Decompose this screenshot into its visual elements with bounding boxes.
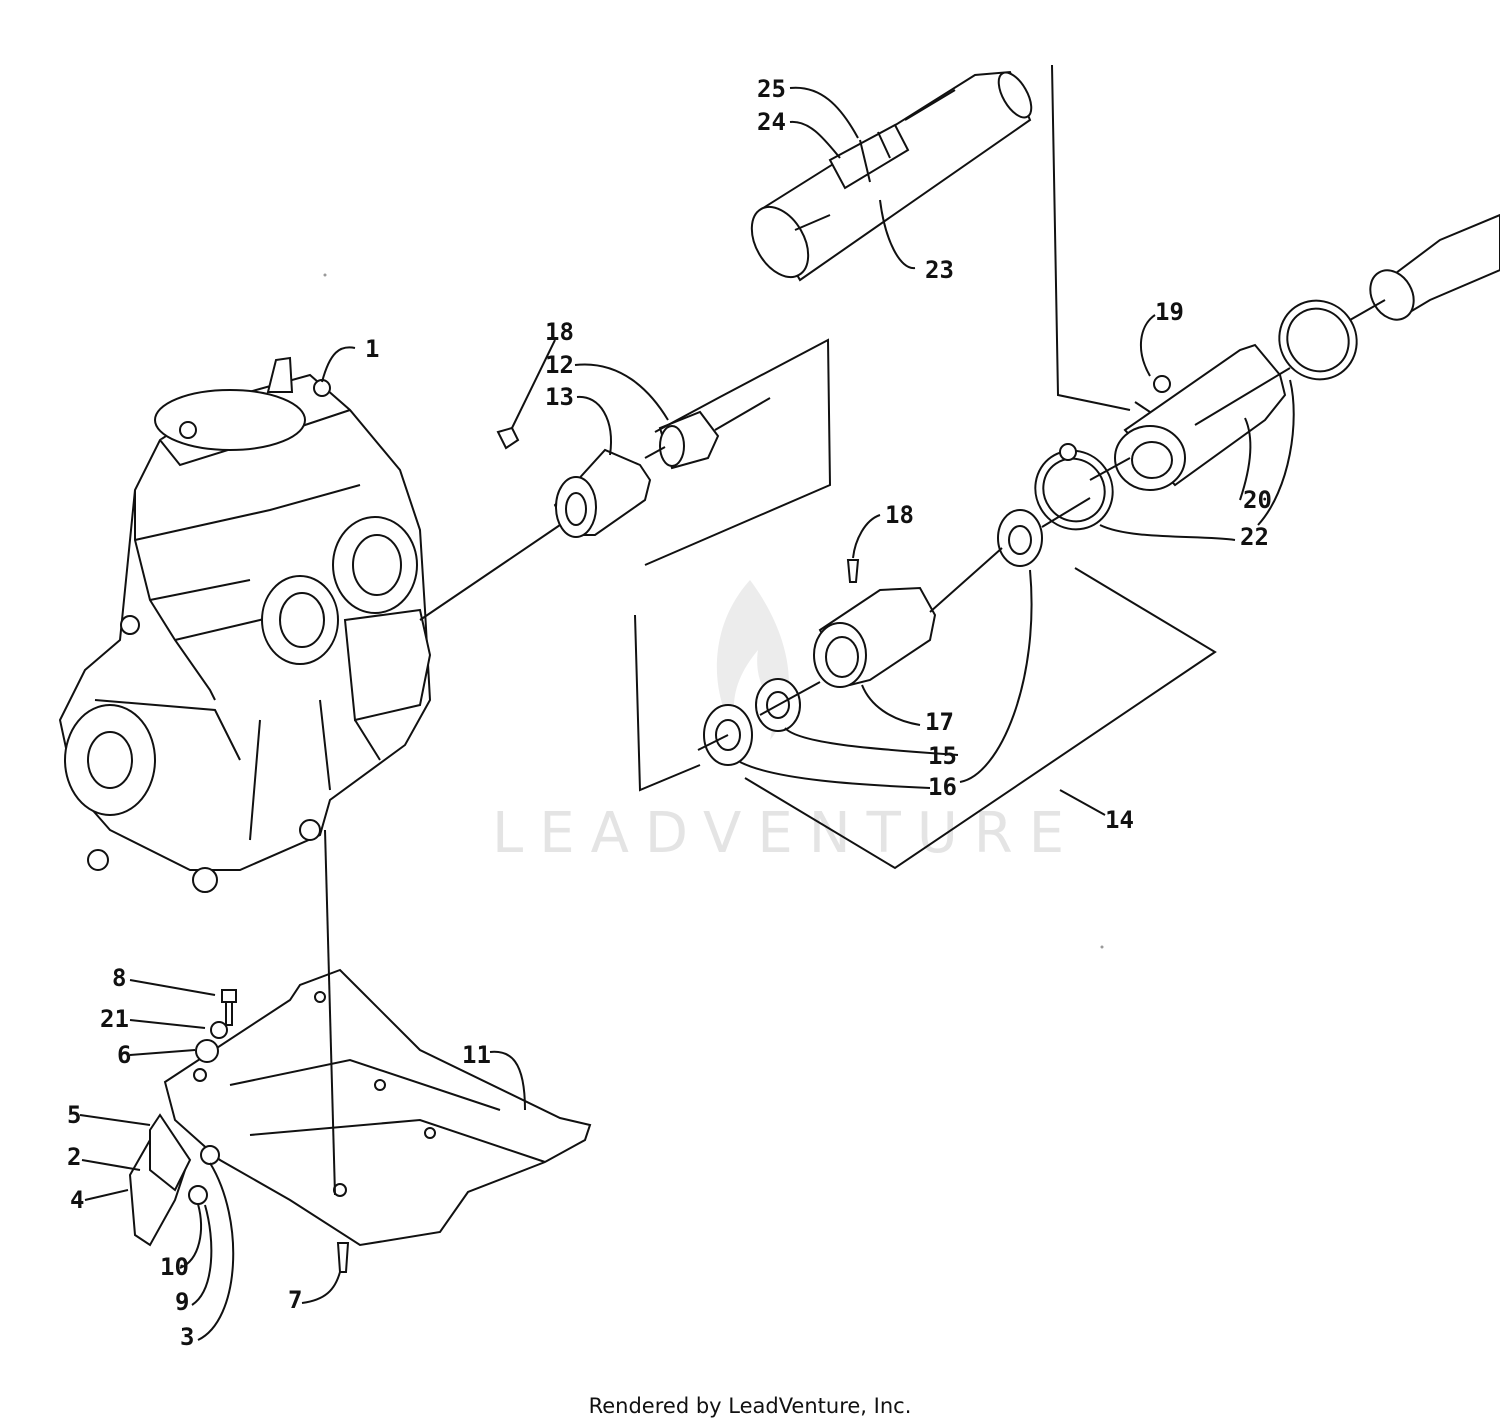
callout-7: 7: [288, 1286, 302, 1314]
callout-3: 3: [180, 1323, 194, 1351]
callout-2: 2: [67, 1143, 81, 1171]
callout-8: 8: [112, 964, 126, 992]
callout-18-lower: 18: [885, 501, 914, 529]
silencer-coupler: [1034, 213, 1500, 531]
callout-20: 20: [1243, 486, 1272, 514]
assembly-lines: [324, 64, 1386, 1196]
callout-9: 9: [175, 1288, 189, 1316]
stray-dot: [323, 273, 327, 277]
callout-12: 12: [545, 351, 574, 379]
callout-13: 13: [545, 383, 574, 411]
callout-5: 5: [67, 1101, 81, 1129]
callout-10: 10: [160, 1253, 189, 1281]
callout-25: 25: [757, 75, 786, 103]
callout-21: 21: [100, 1005, 129, 1033]
callout-18-upper: 18: [545, 318, 574, 346]
engine: [58, 356, 432, 893]
mount-bracket: [128, 989, 350, 1273]
watermark-text: LEADVENTURE: [492, 801, 1080, 866]
callout-19: 19: [1155, 298, 1184, 326]
callout-24: 24: [757, 108, 786, 136]
callout-4: 4: [70, 1186, 84, 1214]
callout-6: 6: [117, 1041, 131, 1069]
exhaust-pipe: [750, 70, 1033, 282]
callout-23: 23: [925, 256, 954, 284]
callout-16: 16: [928, 773, 957, 801]
intake-collars: [496, 410, 720, 538]
leader-lines: [79, 86, 1295, 1341]
callout-17: 17: [925, 708, 954, 736]
callout-labels: 1 2 3 4 5 6 7 8 9 10 11 12 13 14 15 16 1…: [67, 75, 1272, 1351]
callout-1: 1: [365, 335, 379, 363]
callout-15: 15: [928, 742, 957, 770]
callout-11: 11: [462, 1041, 491, 1069]
callout-14: 14: [1105, 806, 1134, 834]
stray-dot: [1100, 945, 1104, 949]
callout-22: 22: [1240, 523, 1269, 551]
render-credit: Rendered by LeadVenture, Inc.: [588, 1394, 912, 1418]
base-plate: [163, 968, 592, 1247]
